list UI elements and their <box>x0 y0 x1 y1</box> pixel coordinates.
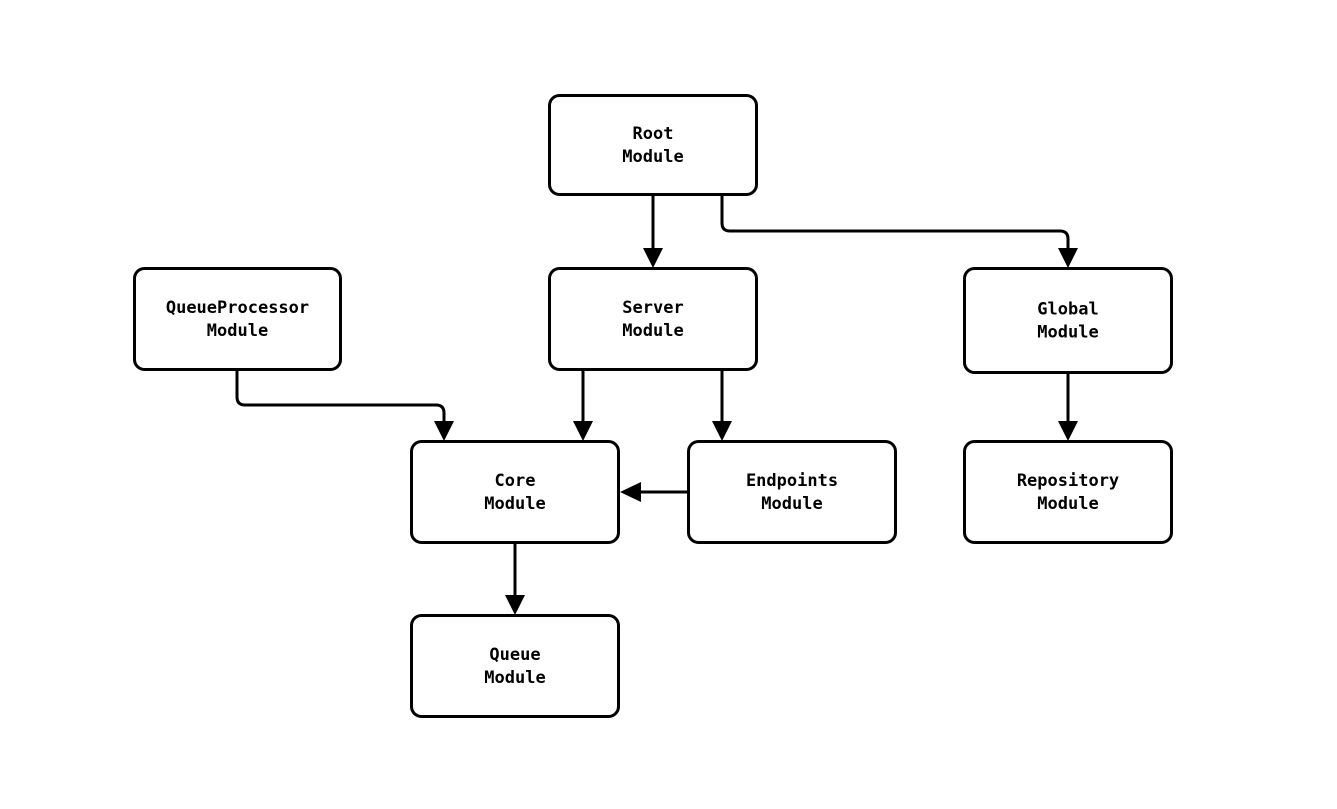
edge-queueprocessor-to-core <box>235 371 454 441</box>
edge-root-to-global-line <box>720 196 1070 252</box>
queue-module-node-label-line1: Queue <box>489 645 540 665</box>
queue-module-node-box[interactable] <box>410 614 620 718</box>
edge-root-to-server <box>643 196 663 268</box>
edges-layer <box>235 196 1078 615</box>
server-module-node-label-line1: Server <box>622 298 683 318</box>
core-module-node-label-line1: Core <box>495 471 536 491</box>
edge-server-to-endpoints <box>712 371 732 441</box>
edge-root-to-global <box>720 196 1078 268</box>
global-module-node-label-line1: Global <box>1037 300 1098 320</box>
edge-server-to-core-arrowhead-icon <box>573 421 593 441</box>
edge-core-to-queue-arrowhead-icon <box>505 595 525 615</box>
edge-core-to-queue <box>505 544 525 615</box>
edge-queueprocessor-to-core-arrowhead-icon <box>434 421 454 441</box>
repository-module-node-label-line1: Repository <box>1017 471 1119 491</box>
root-module-node-label-line1: Root <box>633 124 674 144</box>
global-module-node-box[interactable] <box>963 267 1173 374</box>
edge-endpoints-to-core-arrowhead-icon <box>620 482 641 502</box>
root-module-node-label-line2: Module <box>622 147 683 167</box>
core-module-node-label-line2: Module <box>484 494 545 514</box>
edge-server-to-endpoints-arrowhead-icon <box>712 421 732 441</box>
edge-root-to-global-arrowhead-icon <box>1058 248 1078 268</box>
edge-endpoints-to-core <box>620 482 687 502</box>
server-module-node-label-line2: Module <box>622 321 683 341</box>
root-module-node-box[interactable] <box>548 94 758 196</box>
global-module-node-label-line2: Module <box>1037 323 1098 343</box>
endpoints-module-node-label-line1: Endpoints <box>746 471 838 491</box>
repository-module-node-label-line2: Module <box>1037 494 1098 514</box>
edge-queueprocessor-to-core-line <box>235 371 446 425</box>
queueprocessor-module-node-label-line2: Module <box>207 321 268 341</box>
edge-global-to-repository <box>1058 374 1078 441</box>
server-module-node-box[interactable] <box>548 267 758 371</box>
edge-global-to-repository-arrowhead-icon <box>1058 421 1078 441</box>
edge-root-to-server-arrowhead-icon <box>643 248 663 268</box>
queueprocessor-module-node-label-line1: QueueProcessor <box>166 298 309 318</box>
core-module-node-box[interactable] <box>410 440 620 544</box>
edge-server-to-core <box>573 371 593 441</box>
queue-module-node-label-line2: Module <box>484 668 545 688</box>
repository-module-node-box[interactable] <box>963 440 1173 544</box>
endpoints-module-node-box[interactable] <box>687 440 897 544</box>
queueprocessor-module-node-box[interactable] <box>133 267 342 371</box>
endpoints-module-node-label-line2: Module <box>761 494 822 514</box>
